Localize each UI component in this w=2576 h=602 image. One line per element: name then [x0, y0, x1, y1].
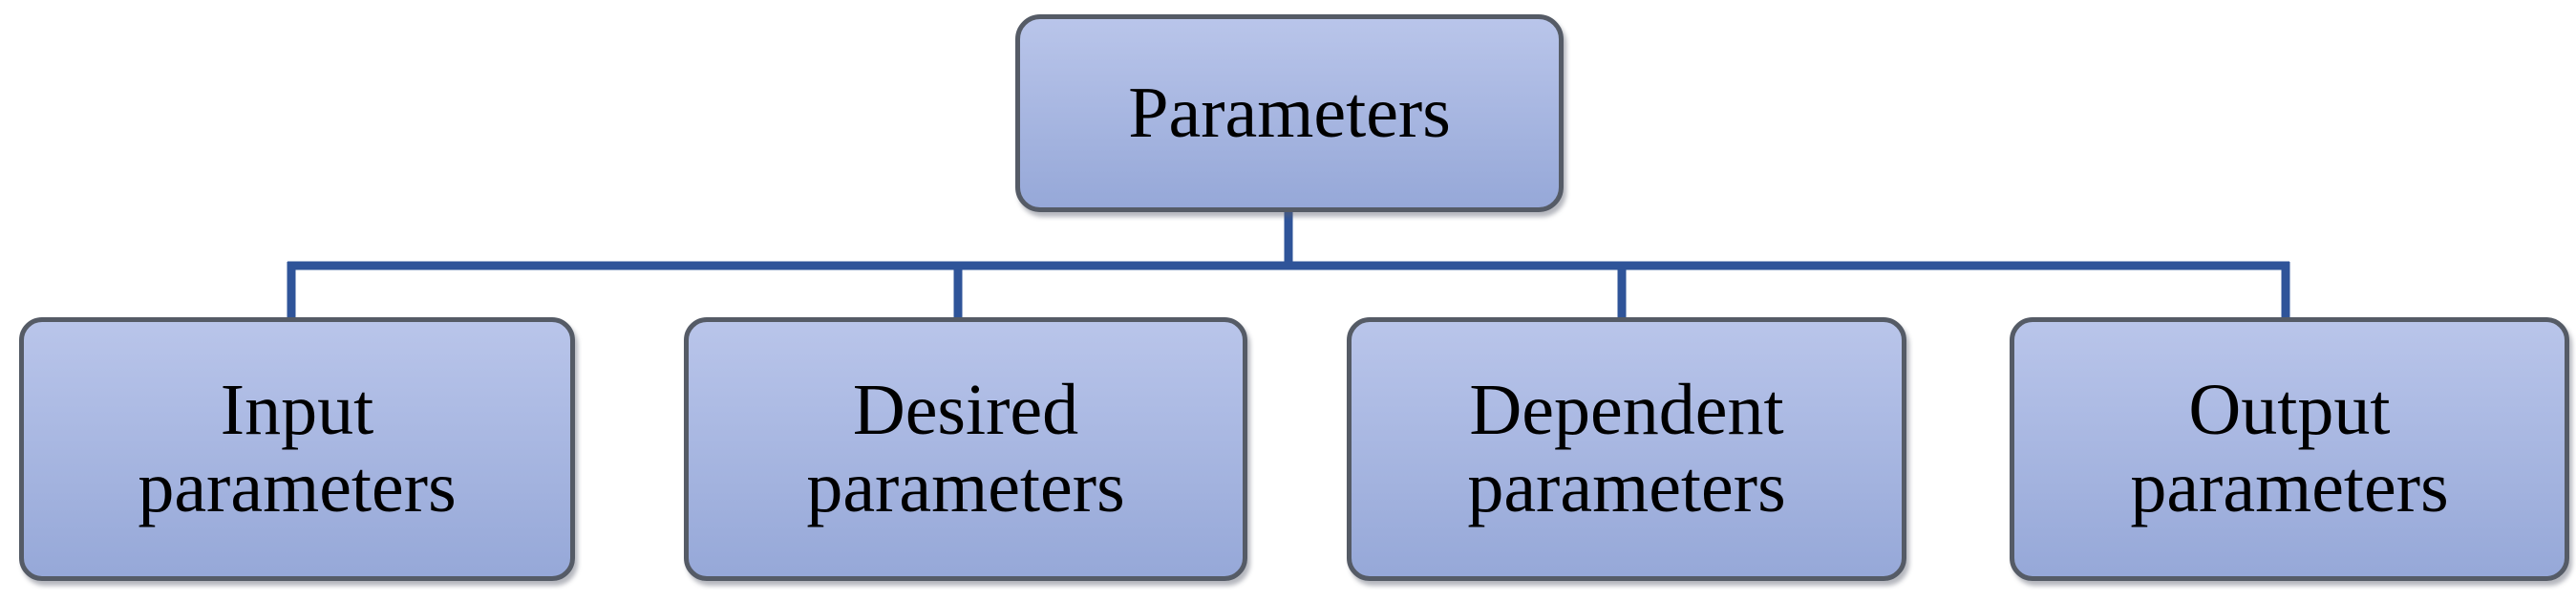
node-dependent-parameters[interactable]: Dependent parameters	[1347, 317, 1906, 581]
node-parameters[interactable]: Parameters	[1015, 14, 1564, 212]
node-input-parameters[interactable]: Input parameters	[19, 317, 575, 581]
node-desired-parameters[interactable]: Desired parameters	[684, 317, 1247, 581]
node-output-parameters[interactable]: Output parameters	[2010, 317, 2569, 581]
node-dependent-parameters-label: Dependent parameters	[1467, 370, 1786, 527]
node-desired-parameters-label: Desired parameters	[806, 370, 1125, 527]
node-input-parameters-label: Input parameters	[138, 370, 457, 527]
node-parameters-label: Parameters	[1128, 73, 1451, 154]
node-output-parameters-label: Output parameters	[2130, 370, 2449, 527]
